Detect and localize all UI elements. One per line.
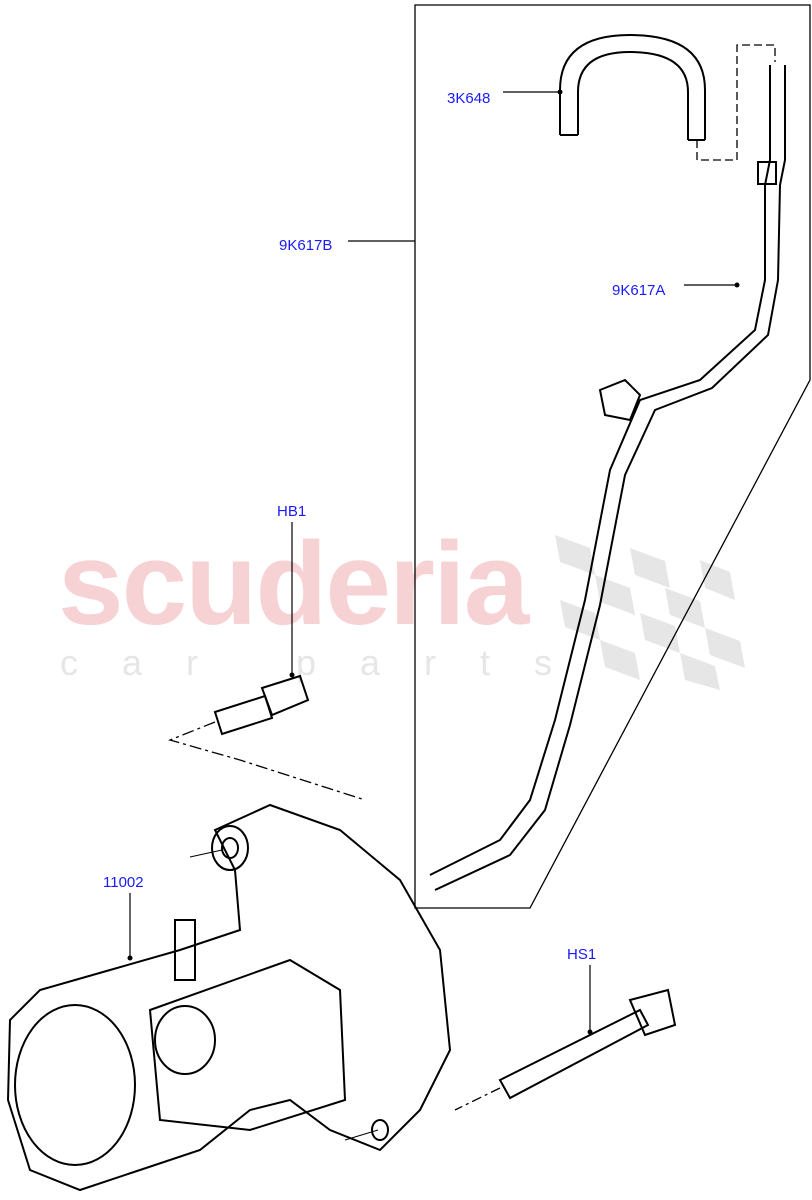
watermark-tagline: car parts — [60, 642, 597, 683]
hose-3k648 — [559, 33, 706, 141]
checkered-flag-watermark — [555, 535, 745, 690]
bolt-hb1 — [213, 674, 310, 736]
callout-9k617b[interactable]: 9K617B — [279, 237, 333, 254]
bolt-hs1 — [498, 988, 677, 1100]
hose-9k617a — [429, 65, 786, 891]
callout-hb1[interactable]: HB1 — [277, 503, 307, 520]
callout-hs1[interactable]: HS1 — [567, 946, 597, 963]
watermark-brand: scuderia — [58, 518, 529, 650]
kit-boundary-box — [414, 4, 811, 909]
leader-lines — [129, 91, 737, 1032]
starter-motor-11002 — [6, 803, 452, 1192]
callout-3k648[interactable]: 3K648 — [447, 90, 491, 107]
callout-9k617a[interactable]: 9K617A — [612, 282, 666, 299]
callout-11002[interactable]: 11002 — [103, 874, 144, 891]
